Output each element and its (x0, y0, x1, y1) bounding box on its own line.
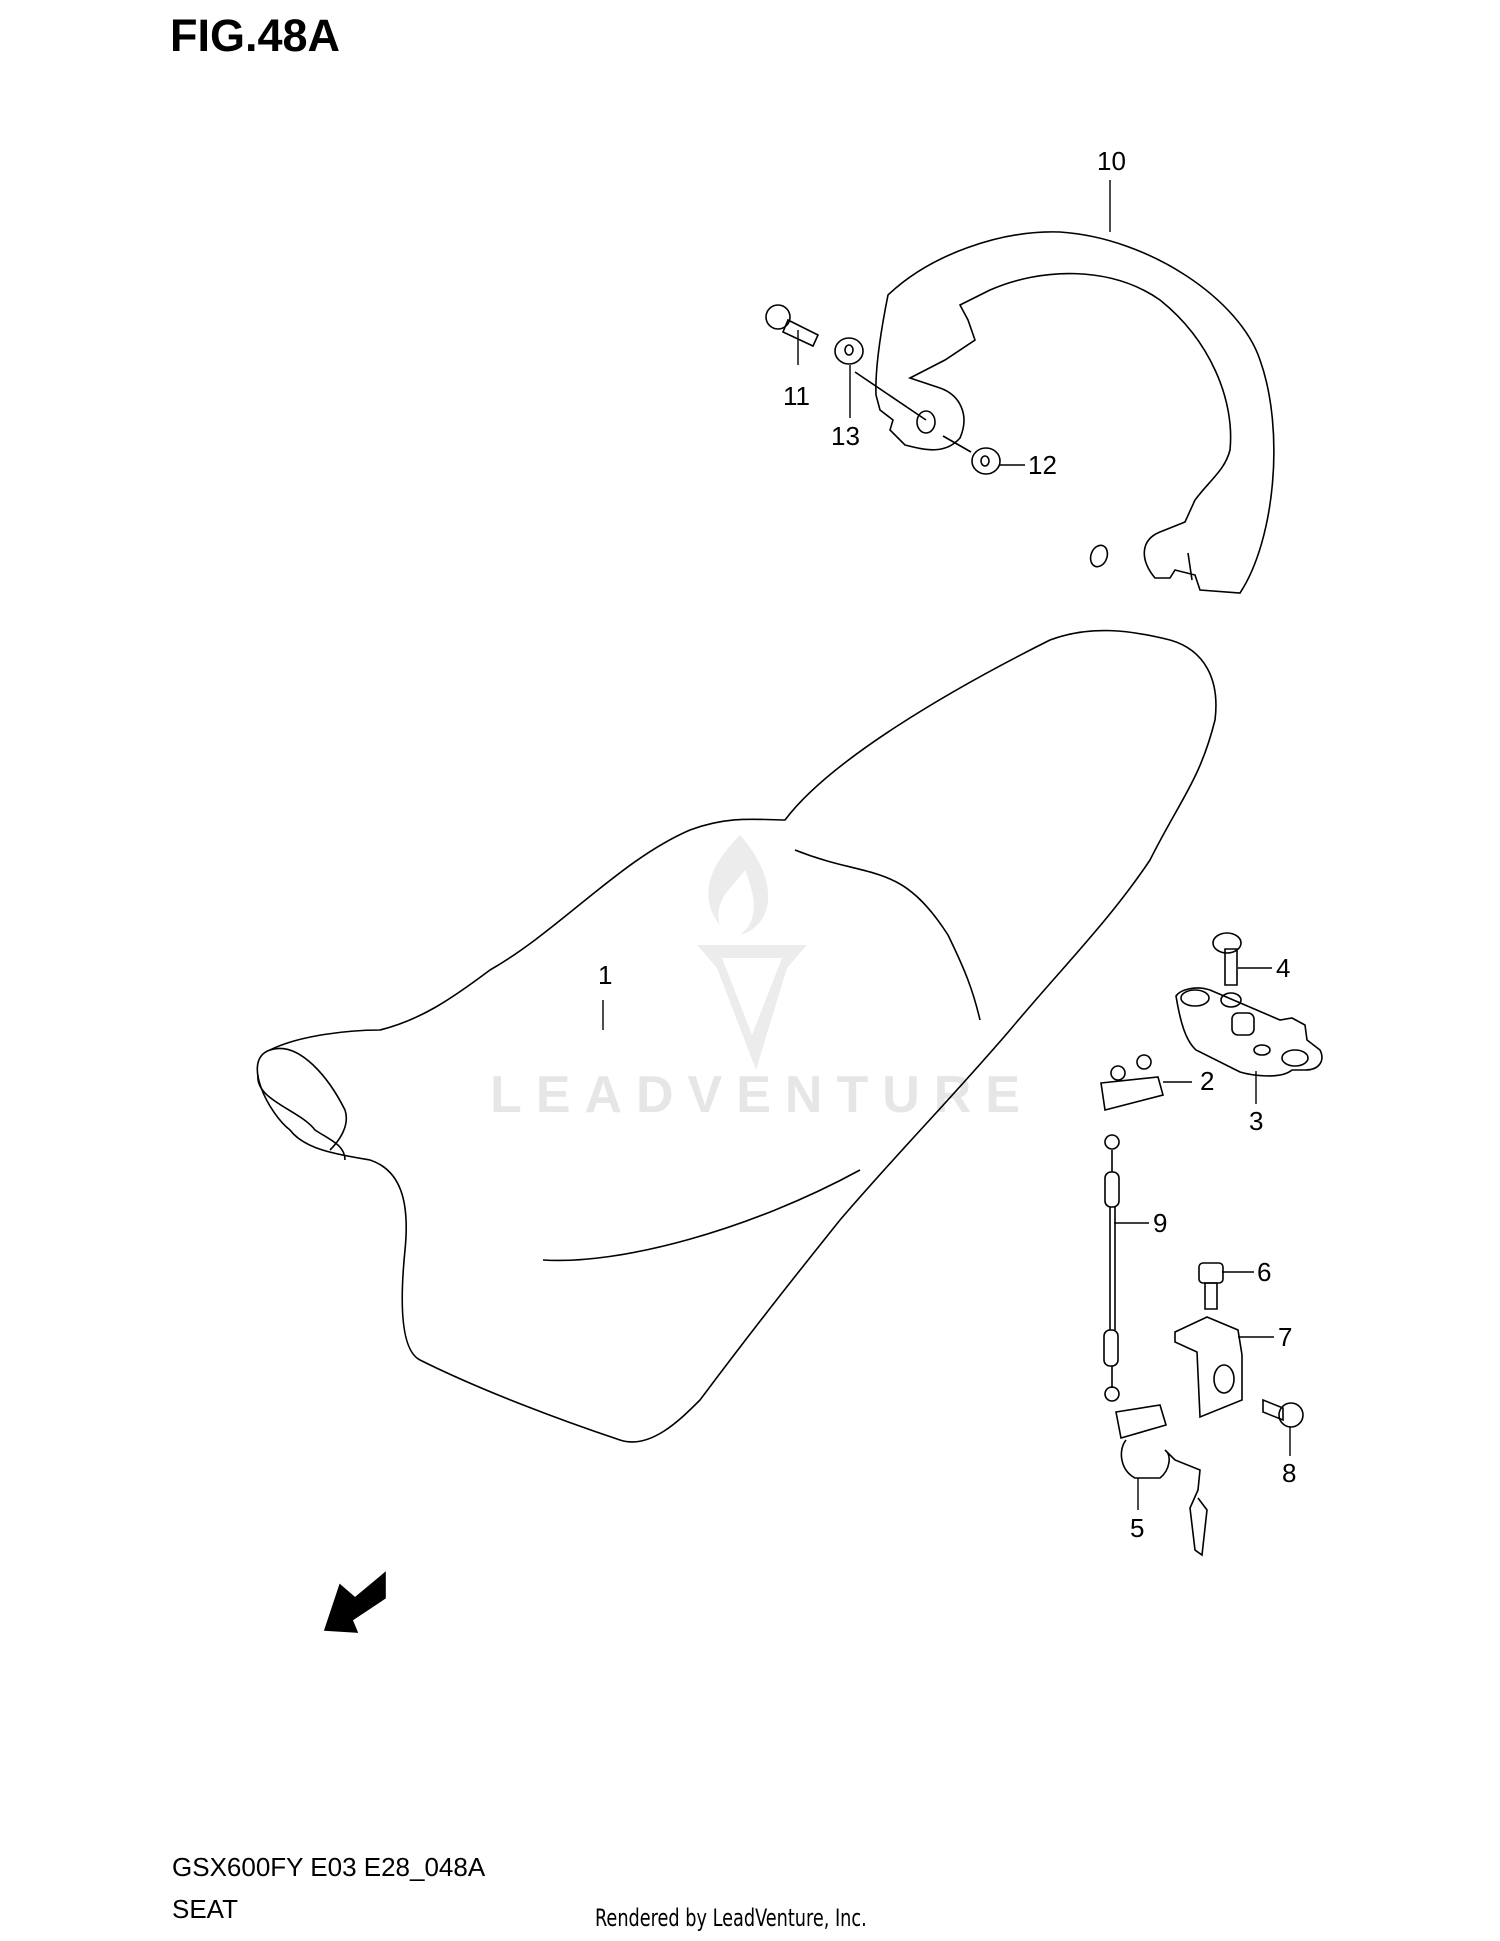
cable-drawing (1104, 1135, 1119, 1401)
bolt-6-drawing (1199, 1263, 1223, 1309)
watermark-logo-icon (697, 835, 807, 1070)
callout-8[interactable]: 8 (1282, 1458, 1297, 1488)
callout-11[interactable]: 11 (783, 381, 810, 411)
callout-3[interactable]: 3 (1249, 1106, 1264, 1136)
figure-title: FIG.48A (170, 10, 341, 61)
bracket-7-drawing (1175, 1317, 1242, 1417)
callout-6[interactable]: 6 (1257, 1257, 1272, 1287)
rendered-by-credit: Rendered by LeadVenture, Inc. (595, 1904, 867, 1932)
callout-1[interactable]: 1 (598, 960, 613, 990)
bolt-11-drawing (766, 305, 818, 346)
lock-plate-drawing (1176, 988, 1322, 1076)
callout-13[interactable]: 13 (831, 421, 860, 451)
watermark: LEADVENTURE (490, 1066, 1035, 1124)
washer-13-drawing (835, 338, 863, 364)
screw-8-drawing (1263, 1400, 1303, 1427)
callout-9[interactable]: 9 (1153, 1208, 1168, 1238)
callout-10[interactable]: 10 (1097, 146, 1126, 176)
callout-4[interactable]: 4 (1276, 953, 1291, 983)
cushion-block-drawing (1101, 1055, 1163, 1110)
callout-7[interactable]: 7 (1278, 1322, 1293, 1352)
callout-5[interactable]: 5 (1130, 1513, 1145, 1543)
leader-lines (603, 180, 1290, 1510)
washer-12-drawing (972, 448, 1000, 474)
screw-4-drawing (1213, 933, 1241, 985)
model-code: GSX600FY E03 E28_048A (172, 1852, 486, 1882)
section-name: SEAT (172, 1894, 238, 1924)
seat-lock-drawing (1116, 1405, 1207, 1555)
callout-12[interactable]: 12 (1028, 450, 1057, 480)
fwd-arrow-icon (325, 1573, 385, 1632)
grab-rail-drawing (876, 232, 1274, 593)
callout-2[interactable]: 2 (1200, 1066, 1215, 1096)
seat-drawing (257, 631, 1216, 1442)
